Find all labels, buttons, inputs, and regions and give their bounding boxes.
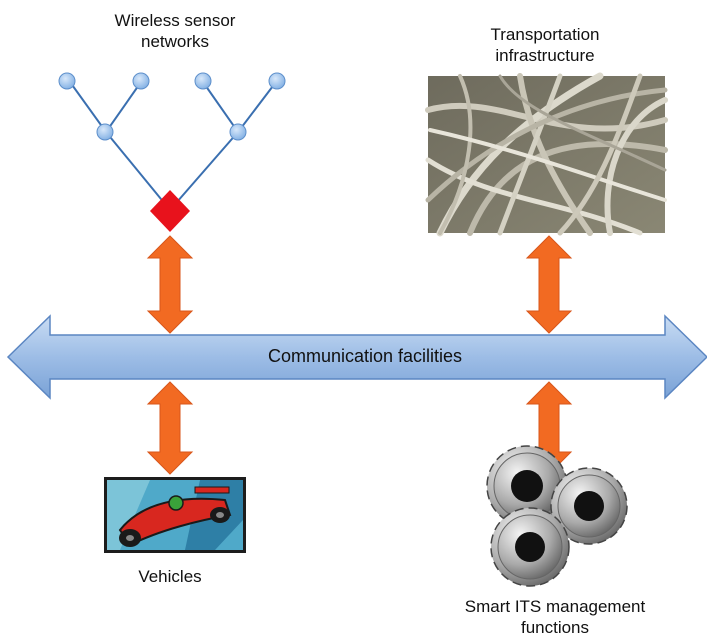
gears-icon	[486, 445, 628, 587]
gear-icon	[486, 445, 568, 527]
sensor-node	[194, 72, 212, 90]
sink-node-icon	[150, 190, 190, 232]
sensor-node	[58, 72, 76, 90]
bus-vehicles-double-arrow	[146, 381, 194, 475]
vehicles-label: Vehicles	[138, 567, 202, 586]
sensor-tree-links	[69, 81, 277, 211]
smart-its-label: Smart ITS management functions	[425, 596, 685, 638]
smart-its-label-line1: Smart ITS management	[464, 597, 646, 616]
communication-facilities-label: Communication facilities	[267, 346, 463, 366]
infrastructure-bus-double-arrow	[525, 235, 573, 334]
sensor-tree-icon	[58, 72, 286, 232]
wireless-sensor-networks-label-line1: Wireless sensor	[114, 11, 236, 30]
highway-interchange-image	[425, 72, 668, 237]
transportation-infrastructure-label-line2: infrastructure	[495, 46, 595, 65]
gear-icon	[490, 507, 570, 587]
gear-icon	[550, 467, 628, 545]
sensor-node	[96, 123, 114, 141]
communication-bus-arrow	[6, 314, 707, 400]
transportation-infrastructure-label-line1: Transportation	[490, 25, 600, 44]
sensor-bus-double-arrow	[146, 235, 194, 334]
sensor-node	[268, 72, 286, 90]
transportation-infrastructure-label: Transportation infrastructure	[425, 24, 665, 66]
race-car-image	[104, 477, 246, 553]
smart-its-label-line2: functions	[520, 618, 590, 637]
wireless-sensor-networks-label-line2: networks	[140, 32, 210, 51]
sensor-node	[229, 123, 247, 141]
wireless-sensor-networks-label: Wireless sensor networks	[70, 10, 280, 52]
sensor-node	[132, 72, 150, 90]
